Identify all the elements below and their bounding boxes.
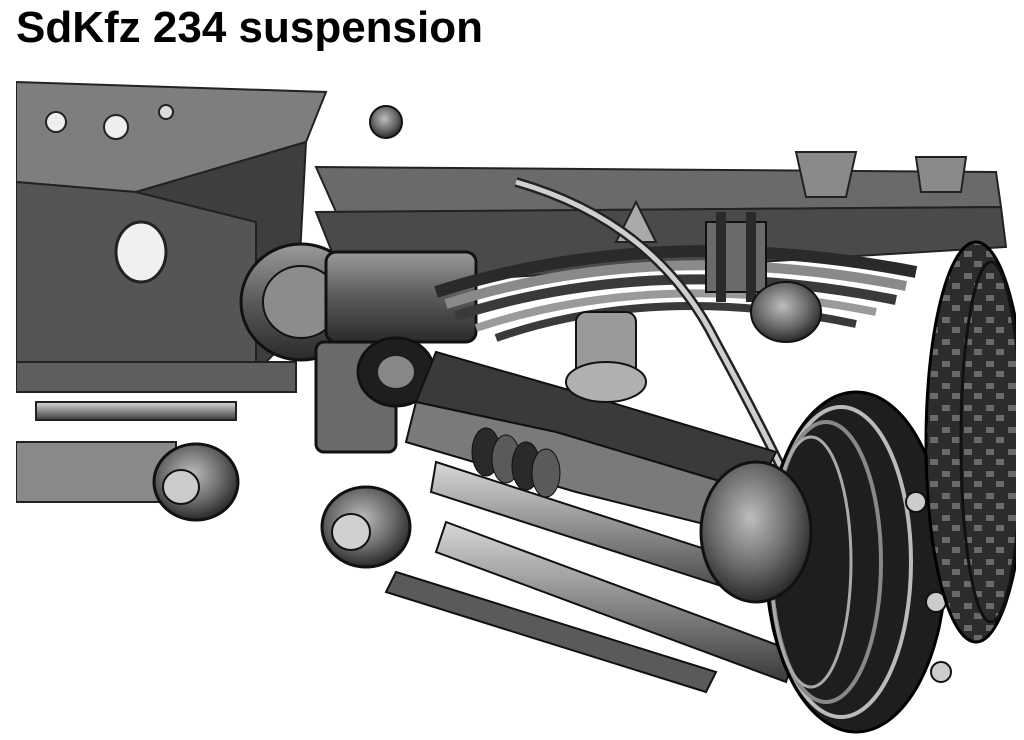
left-hubs	[152, 442, 412, 569]
suspension-photo	[16, 72, 1016, 736]
front-wheel	[699, 390, 952, 734]
rear-tyre	[924, 240, 1016, 644]
leaf-spring	[434, 212, 918, 343]
suspension-illustration	[16, 80, 1016, 734]
chassis-frame	[16, 80, 1008, 394]
differential-housing	[239, 105, 478, 454]
lower-cross-members	[16, 361, 297, 503]
page-title: SdKfz 234 suspension	[16, 3, 484, 52]
drive-shafts	[384, 427, 827, 694]
